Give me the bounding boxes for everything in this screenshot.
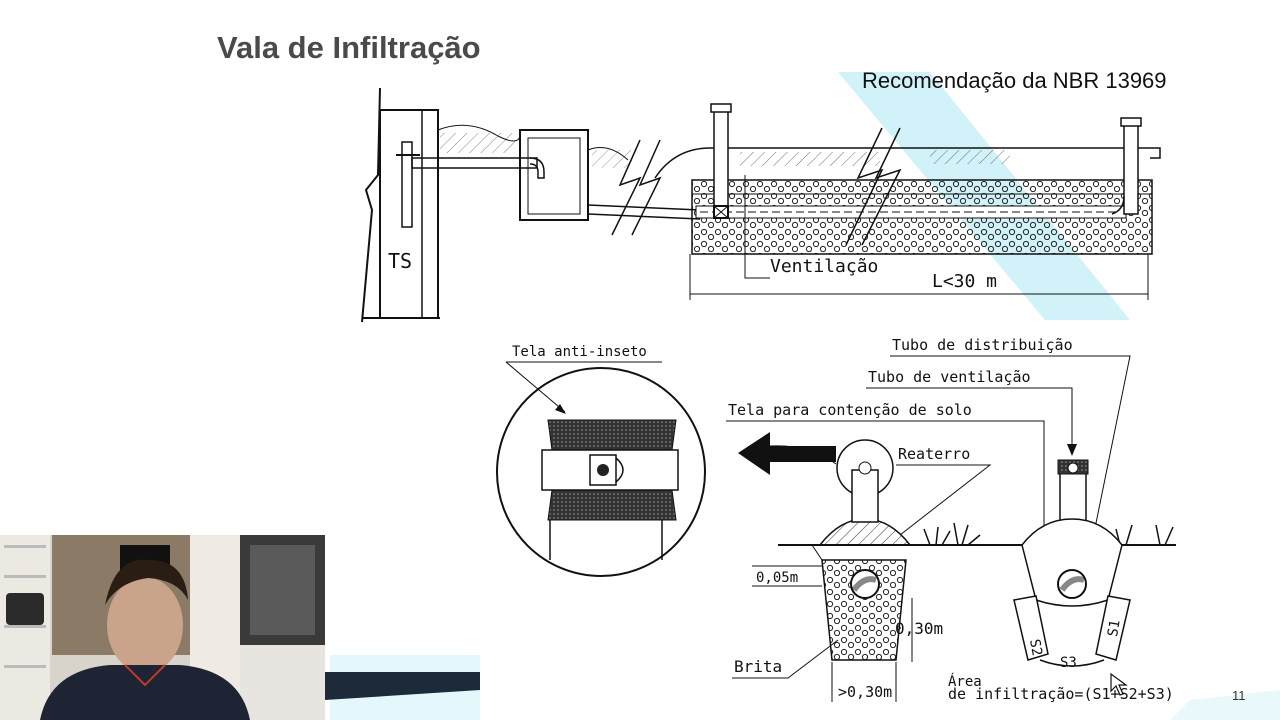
dim-030-side: 0,30m (895, 619, 943, 638)
area-label-line1: Área (948, 673, 982, 690)
s2-label: S2 (1026, 638, 1045, 657)
presenter-video-frame (0, 535, 325, 720)
trench-section-right (1013, 459, 1131, 667)
dim-030-bottom: >0,30m (838, 683, 892, 701)
infiltration-trench (654, 147, 1161, 255)
ventilation-pipe-label: Tubo de ventilação (868, 368, 1031, 386)
slide-title: Vala de Infiltração (217, 30, 481, 65)
page-number: 11 (1232, 688, 1246, 703)
vent-cap-detail (496, 367, 706, 577)
septic-tank (361, 87, 440, 323)
length-label: L<30 m (932, 271, 997, 292)
trench-section-left (811, 439, 912, 661)
area-label-line2: de infiltração=(S1+S2+S3) (948, 685, 1174, 703)
s1-label: S1 (1105, 619, 1124, 638)
ventilation-label: Ventilação (770, 256, 878, 277)
screen-label: Tela anti-inseto (512, 344, 647, 360)
soil-screen-label: Tela para contenção de solo (728, 401, 972, 419)
gravel-label: Brita (734, 657, 782, 676)
mouse-cursor-icon (1110, 673, 1128, 696)
tank-label: TS (388, 249, 412, 273)
slide-subtitle: Recomendação da NBR 13969 (862, 68, 1167, 93)
s3-label: S3 (1060, 655, 1077, 671)
dim-005: 0,05m (756, 570, 798, 586)
distribution-pipe-label: Tubo de distribuição (892, 336, 1073, 354)
presenter-webcam (0, 535, 325, 720)
backfill-label: Reaterro (898, 445, 970, 463)
